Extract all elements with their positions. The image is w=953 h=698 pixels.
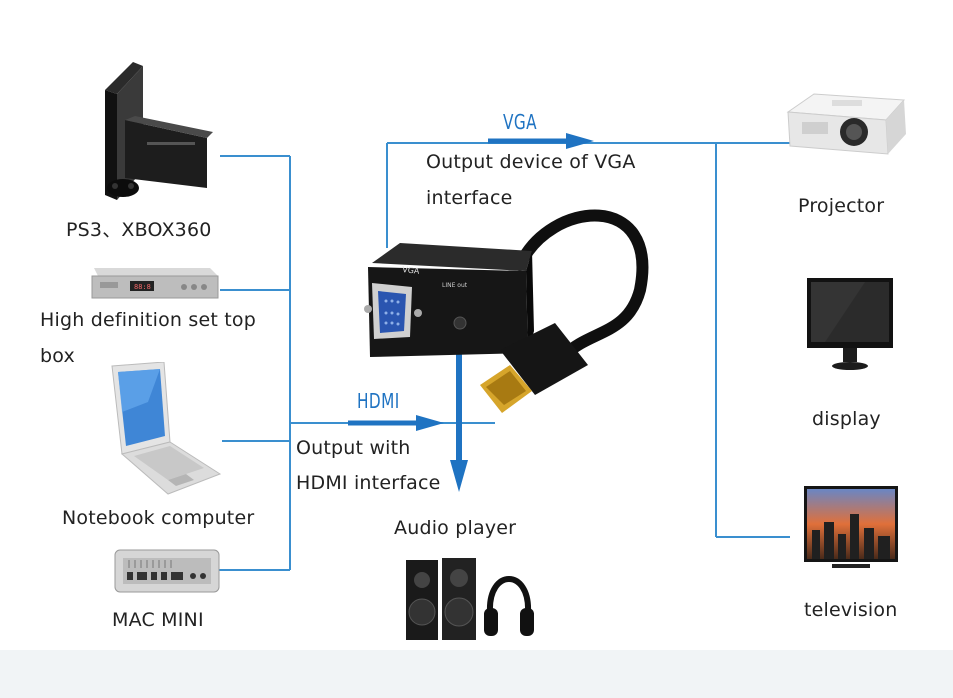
- vga-tag: VGA: [503, 110, 538, 134]
- speakers-headphones-icon: [406, 558, 534, 640]
- hdmi-arrow: [348, 415, 444, 431]
- display-label: display: [812, 408, 881, 430]
- audio-player-label: Audio player: [394, 517, 517, 539]
- mac-mini-icon: [114, 549, 220, 593]
- monitor-icon: [807, 278, 893, 370]
- television-label: television: [804, 599, 898, 621]
- vga-output-label-line2: interface: [426, 187, 513, 209]
- hdmi-vga-adapter-icon: VGA LINE out: [364, 209, 649, 413]
- notebook-icon: [111, 362, 222, 495]
- audio-arrow: [450, 338, 468, 492]
- hdmi-tag: HDMI: [357, 389, 400, 413]
- television-icon: [804, 486, 898, 568]
- settop-label-line2: box: [40, 345, 75, 367]
- set-top-box-icon: 88:8: [91, 268, 219, 299]
- adapter-vga-text: VGA: [402, 265, 421, 276]
- hdmi-output-label-line2: HDMI interface: [296, 472, 441, 494]
- projector-icon: [786, 93, 906, 155]
- svg-text:88:8: 88:8: [134, 283, 151, 291]
- adapter-audio-text: LINE out: [442, 282, 468, 289]
- vga-output-label-line1: Output device of VGA: [426, 151, 636, 173]
- game-console-icon: [105, 62, 213, 200]
- bottom-band: [0, 650, 953, 698]
- notebook-label: Notebook computer: [62, 507, 255, 529]
- vga-arrow: [488, 133, 594, 149]
- ps3-xbox-label: PS3、XBOX360: [66, 219, 212, 241]
- hdmi-output-label-line1: Output with: [296, 437, 411, 459]
- mac-mini-label: MAC MINI: [112, 609, 204, 631]
- projector-label: Projector: [798, 195, 885, 217]
- settop-label-line1: High definition set top: [40, 309, 256, 331]
